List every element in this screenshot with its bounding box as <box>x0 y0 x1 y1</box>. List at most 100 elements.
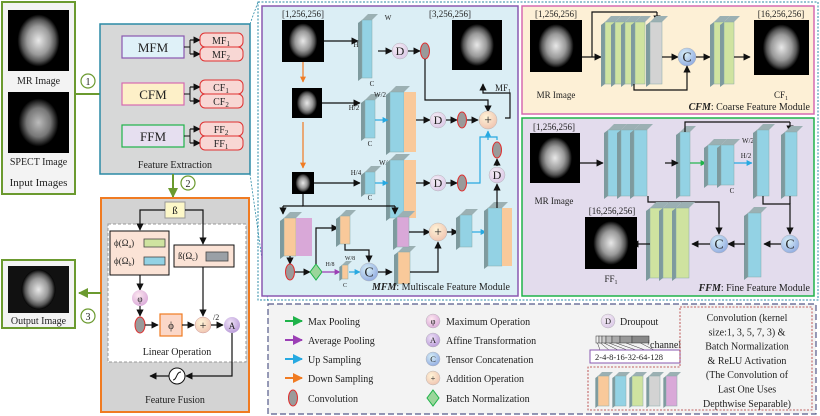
module-label-mfm: MFM <box>138 40 169 55</box>
legend-block-3 <box>646 372 664 408</box>
cfm-input-dim: [1,256,256] <box>535 9 577 19</box>
block-face <box>597 375 610 407</box>
dim-w8: W/8 <box>345 256 355 262</box>
affine-symbol: A <box>229 321 236 331</box>
ffm-block-d <box>744 207 767 280</box>
block-side <box>704 145 708 188</box>
dim-c2: C <box>368 140 373 148</box>
block-top <box>650 202 669 208</box>
step-1-label: 1 <box>86 77 91 88</box>
flow-arrow <box>762 196 794 235</box>
block-side <box>386 92 390 155</box>
cfm-conv-block <box>710 16 730 87</box>
block-top <box>460 209 478 215</box>
block-top <box>650 16 668 22</box>
block-side <box>595 376 598 408</box>
legend-op-icon-1 <box>425 332 441 348</box>
block-top <box>748 207 767 213</box>
block-side <box>646 376 649 408</box>
legend-batch-norm-label: Batch Normalization <box>446 394 530 405</box>
cfm-conv-block <box>720 16 740 87</box>
block-side <box>629 376 632 408</box>
legend-arrow-label: Average Pooling <box>308 336 375 347</box>
phi-function-symbol: ϕ <box>168 320 174 332</box>
beta-c-swatch <box>205 251 229 262</box>
mfm-output-dim: [3,256,256] <box>429 9 471 19</box>
addition-node-symbol: + <box>434 225 442 240</box>
sigmoid-icon <box>172 371 182 381</box>
block-face <box>756 129 770 197</box>
convolution-node <box>457 174 467 192</box>
block-top <box>649 372 664 376</box>
block-side <box>604 130 608 199</box>
ffm-dim-w2: W/2 <box>742 137 755 145</box>
phi-omega-a-label: ϕ(Ωa) <box>114 238 134 250</box>
block-top <box>398 246 416 252</box>
channel-sequence-box <box>589 349 681 364</box>
mfm-block-e <box>456 209 478 250</box>
conv-desc-line: Convolution (kernel <box>707 313 788 324</box>
legend-op-label: Affine Transformation <box>446 336 536 347</box>
channel-segment <box>631 335 650 344</box>
conv-desc-line: & ReLU Activation <box>708 356 787 367</box>
block-side <box>361 100 365 141</box>
block-face-purple <box>296 218 312 256</box>
dim-h2: H/2 <box>349 104 360 112</box>
mfm-input-dim: [1,256,256] <box>282 9 324 19</box>
block-top <box>785 126 803 132</box>
flow-arrow <box>424 59 492 113</box>
phi-b-swatch <box>143 256 166 266</box>
block-side <box>394 252 398 287</box>
legend-op-icon-2-symbol: C <box>430 355 436 364</box>
channel-segment <box>598 335 603 344</box>
ffm-conv-block-green <box>672 202 695 281</box>
convolution-node <box>457 111 467 129</box>
legend-op-icon-2 <box>425 351 441 367</box>
block-top <box>365 166 381 172</box>
legend-arrow-label: Up Sampling <box>308 355 361 366</box>
dim-c4: C <box>368 194 373 202</box>
block-face <box>339 215 351 245</box>
mfm-block-d <box>393 211 415 250</box>
channel-segment <box>601 335 607 344</box>
block-face-orange <box>404 92 416 152</box>
block-side <box>601 22 605 87</box>
legend-convolution-label: Convolution <box>308 394 358 405</box>
dim-w2: W/2 <box>374 91 387 99</box>
block-side <box>646 22 650 87</box>
ffm-dim-c: C <box>730 187 735 195</box>
block-side <box>386 160 390 221</box>
conv-desc-line: Depthwise Separable) <box>703 399 791 410</box>
concat-node-symbol: C <box>682 50 691 65</box>
conv-desc-line: size:1, 3, 5, 7, 3) & <box>709 327 786 338</box>
mfm-block-scale8 <box>339 261 352 281</box>
legend-arrow-label: Down Sampling <box>308 374 373 385</box>
block-face <box>665 375 678 407</box>
block-top <box>724 16 740 22</box>
spect-image-thumbnail <box>8 92 69 153</box>
legend-panel <box>267 303 817 415</box>
cfm-output-dim: [16,256,256] <box>758 9 805 19</box>
phi-omega-box <box>109 230 170 276</box>
block-side <box>621 22 625 87</box>
legend-dropout-icon <box>600 313 616 329</box>
legend-op-label: Tensor Concatenation <box>446 355 533 366</box>
flow-arrow <box>315 224 339 264</box>
max-operation-node <box>132 290 148 306</box>
block-side <box>358 20 362 81</box>
flow-arrow <box>344 244 373 263</box>
output-feature-box <box>199 46 244 62</box>
output-feature-label: FF1 <box>214 139 229 151</box>
block-top <box>605 16 621 22</box>
block-side <box>717 145 721 188</box>
ffm-block-c <box>781 126 803 199</box>
block-face <box>283 217 297 257</box>
block-face <box>723 21 735 85</box>
convolution-node <box>288 389 298 407</box>
mfm-output-image <box>452 20 502 70</box>
mfm-block-scale4 <box>361 166 381 197</box>
block-top <box>680 126 696 132</box>
block-top <box>708 139 727 145</box>
legend-op-icon-1-symbol: A <box>430 336 436 345</box>
